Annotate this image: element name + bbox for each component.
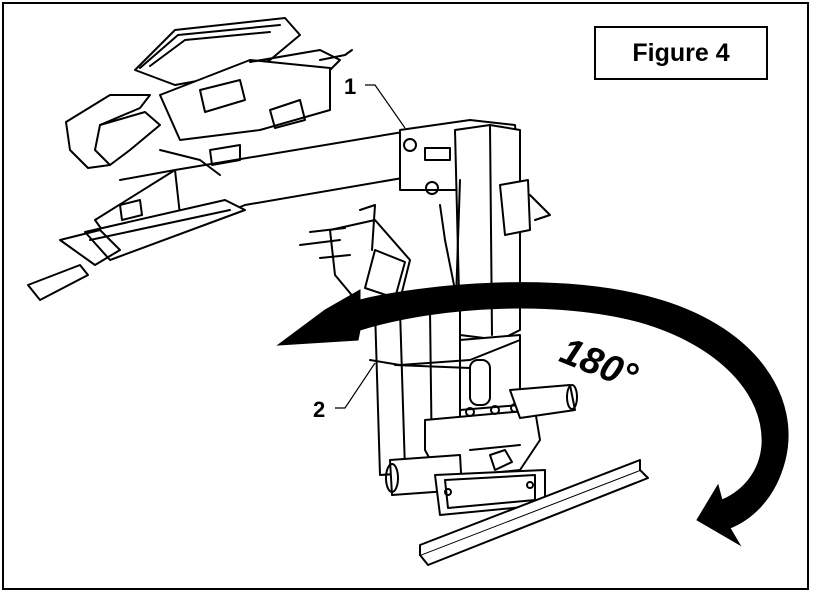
- rotation-arrow: [276, 282, 789, 547]
- boom-arm: [27, 129, 421, 301]
- callout-1-leader: [365, 84, 406, 129]
- figure-label: Figure 4: [632, 38, 730, 67]
- callout-2-leader: [335, 362, 376, 409]
- tie-strap: [369, 339, 521, 366]
- angle-iron: [419, 459, 649, 566]
- figure-label-box: Figure 4: [594, 26, 768, 80]
- control-valves: [299, 204, 411, 306]
- base-assembly: [374, 299, 578, 516]
- callout-1-label: 1: [344, 74, 357, 99]
- callout-2-label: 2: [313, 397, 326, 422]
- grapple-head: [65, 17, 353, 169]
